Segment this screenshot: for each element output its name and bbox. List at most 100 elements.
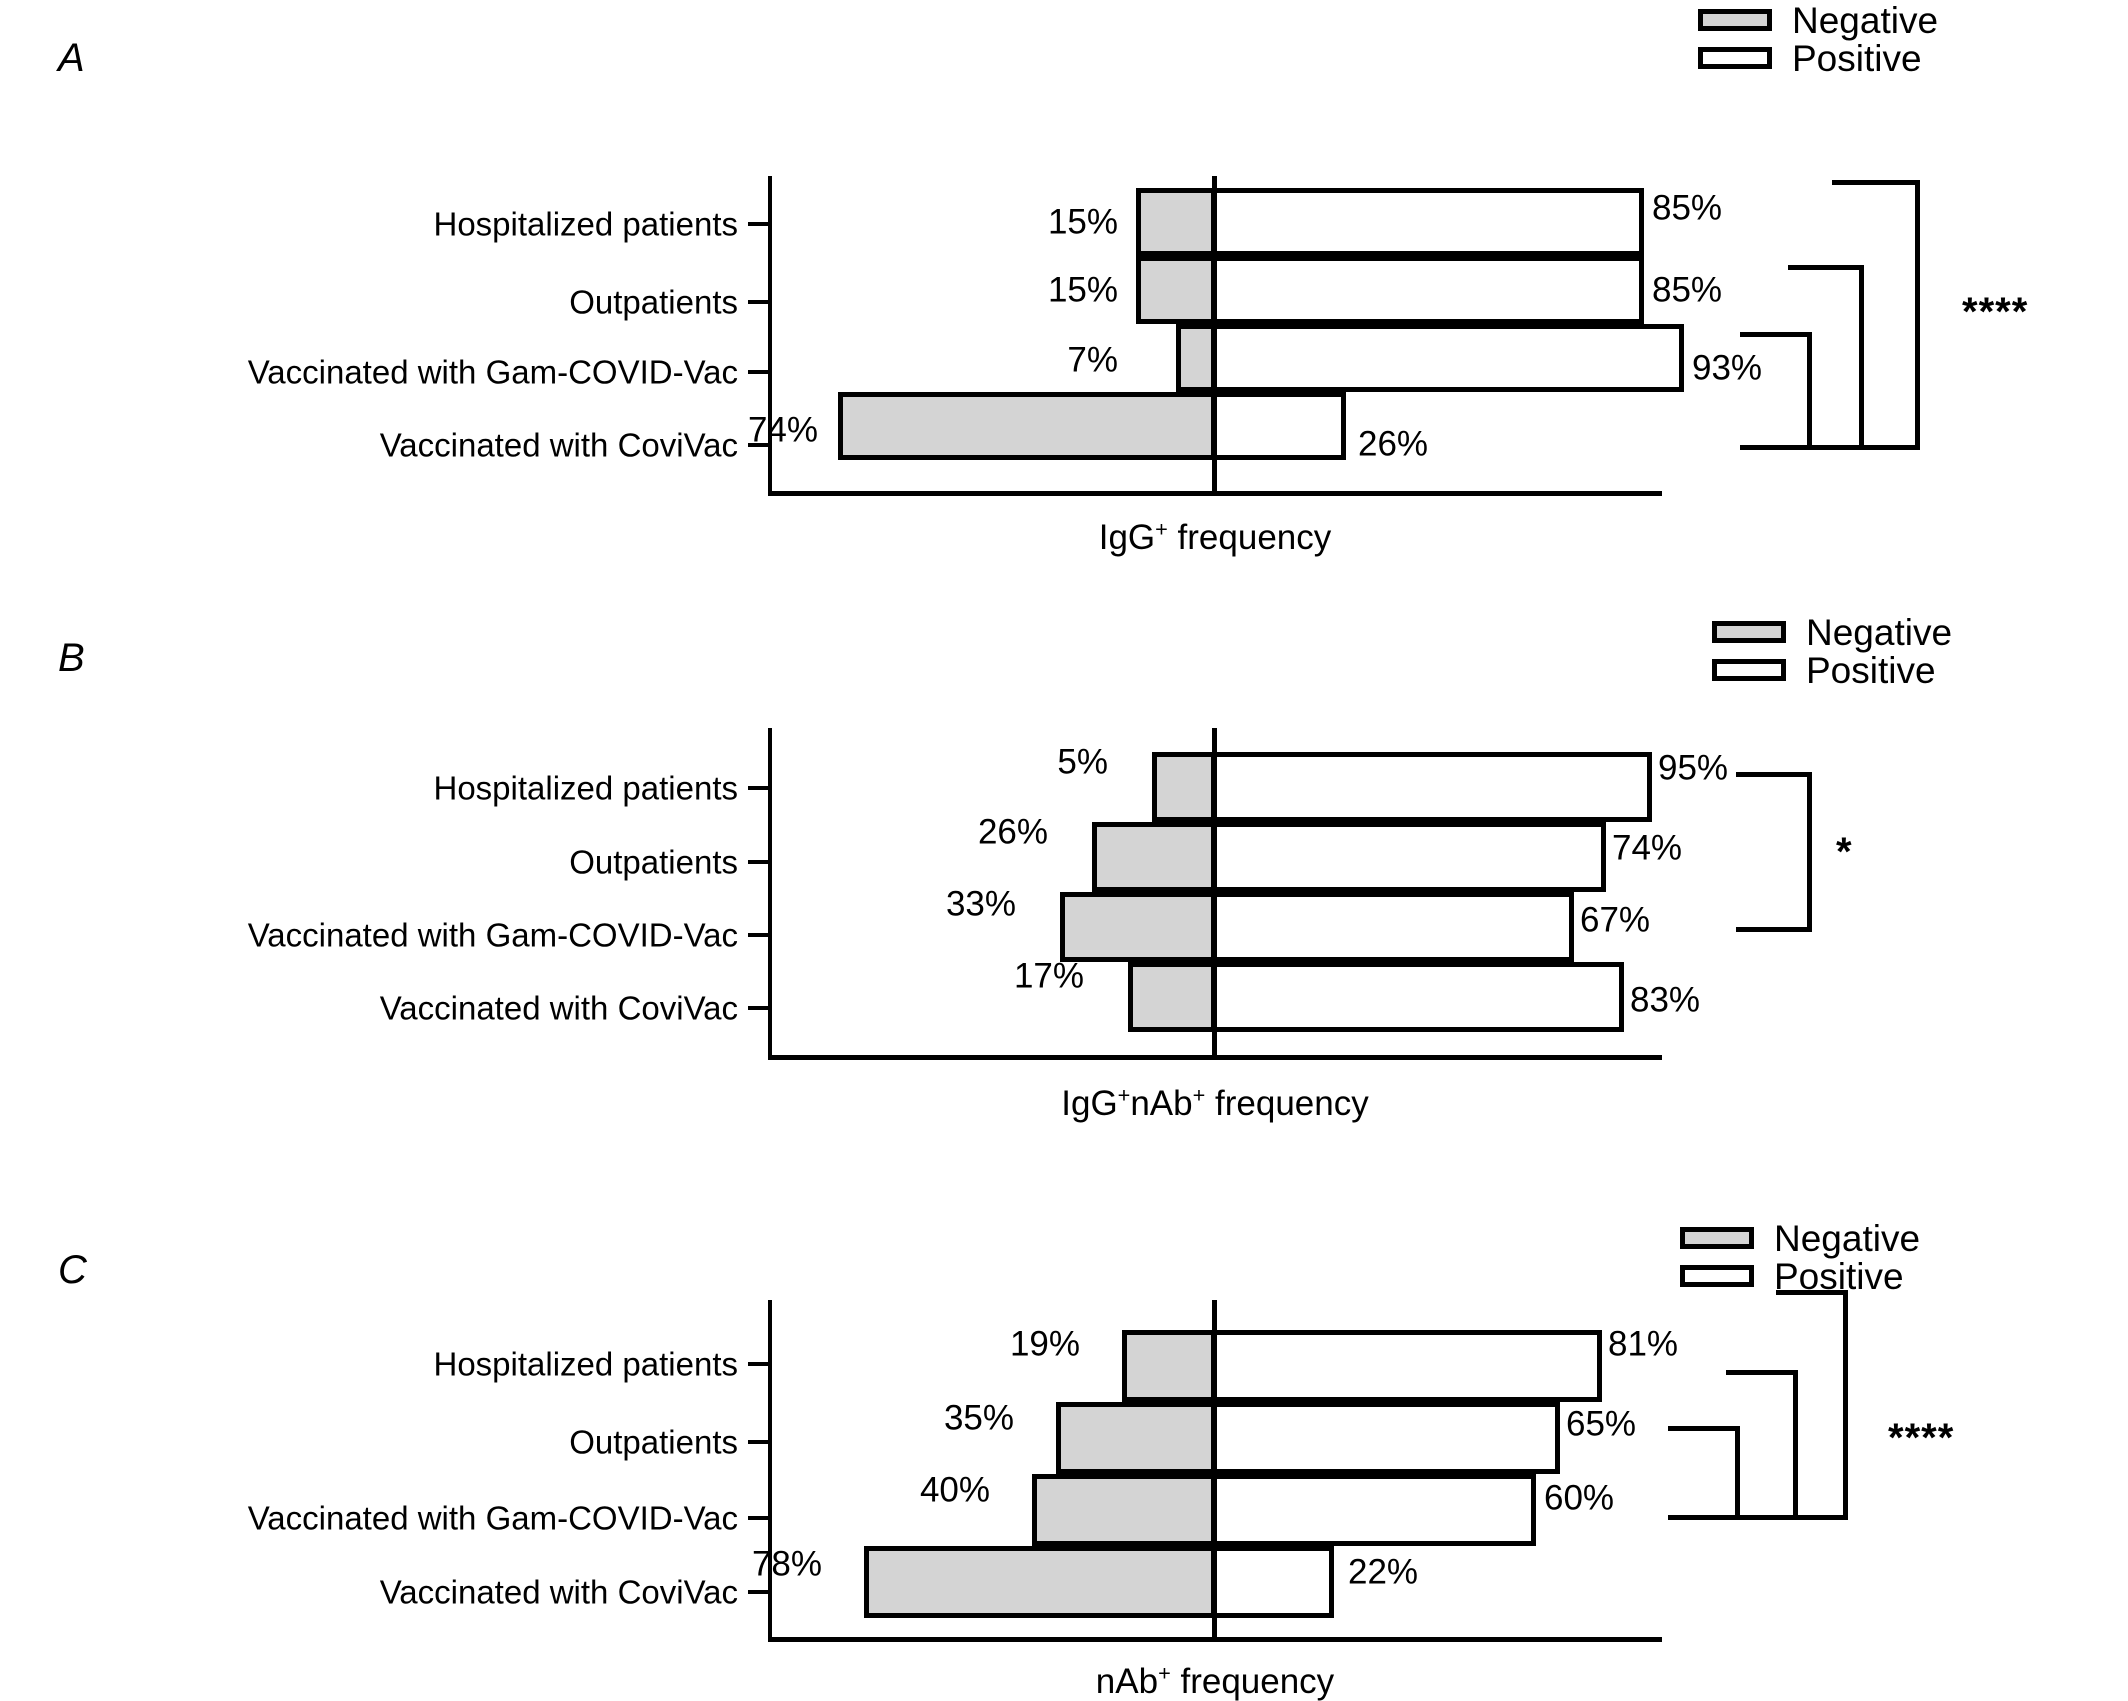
bar-negative-1 [1056, 1402, 1216, 1474]
panel-letter-b: B [58, 636, 85, 680]
legend-label-positive: Positive [1774, 1255, 1904, 1297]
bar-positive-1 [1212, 256, 1644, 324]
y-label-covivac: Vaccinated with CoviVac [379, 1573, 738, 1611]
significance-label-a: **** [1962, 290, 2029, 334]
bracket-b-top [1736, 772, 1812, 777]
legend-row-positive: Positive [1698, 40, 1938, 77]
bar-negative-2 [1032, 1474, 1216, 1546]
plot-area-b: Hospitalized patients Outpatients Vaccin… [0, 600, 2128, 1160]
y-label-outpatients: Outpatients [569, 283, 738, 321]
value-positive-0: 95% [1658, 748, 1729, 788]
legend-label-negative: Negative [1792, 0, 1939, 41]
zero-line-b [1212, 728, 1217, 1058]
x-axis-title-c-text: nAb+ frequency [1095, 1660, 1335, 1701]
y-label-gamcovidvac: Vaccinated with Gam-COVID-Vac [247, 916, 738, 954]
bracket-a-mid-top [1788, 265, 1864, 270]
significance-bracket-b [1736, 772, 1856, 932]
bar-positive-2 [1212, 892, 1574, 962]
legend-swatch-positive-icon [1712, 659, 1786, 681]
value-positive-3: 83% [1630, 980, 1701, 1020]
x-axis-title-a: IgG+ frequency [915, 516, 1515, 557]
y-label-outpatients: Outpatients [569, 1423, 738, 1461]
y-label-outpatients: Outpatients [569, 843, 738, 881]
bracket-a-mid-bottom [1788, 445, 1864, 450]
legend-panel-b: Negative Positive [1712, 614, 1952, 689]
value-negative-3: 17% [1013, 956, 1084, 996]
y-label-covivac: Vaccinated with CoviVac [379, 426, 738, 464]
bar-positive-0 [1212, 188, 1644, 256]
bar-negative-1 [1136, 256, 1216, 324]
bar-positive-0 [1212, 1330, 1602, 1402]
value-negative-1: 15% [1047, 270, 1118, 310]
legend-swatch-positive-icon [1680, 1265, 1754, 1287]
bar-positive-2 [1212, 324, 1684, 392]
plot-area-c: Hospitalized patients Outpatients Vaccin… [0, 1000, 2128, 1699]
value-negative-1: 26% [977, 812, 1048, 852]
bar-negative-0 [1136, 188, 1216, 256]
value-negative-2: 33% [945, 884, 1016, 924]
x-axis-title-a-text: IgG+ frequency [1098, 516, 1332, 557]
bracket-c-mid-stem [1793, 1370, 1798, 1520]
bar-negative-0 [1122, 1330, 1216, 1402]
x-axis-title-b-text: IgG+nAb+ frequency [1061, 1082, 1369, 1123]
legend-label-negative: Negative [1774, 1217, 1921, 1259]
value-positive-2: 67% [1580, 900, 1651, 940]
panel-b: B Negative Positive Hospitalized patient… [0, 600, 2128, 1160]
legend-panel-c: Negative Positive [1680, 1217, 1921, 1297]
zero-line-a [1212, 176, 1217, 494]
bracket-c-inner-stem [1735, 1426, 1740, 1520]
bar-positive-3 [1212, 962, 1624, 1032]
value-positive-3: 22% [1348, 1552, 1419, 1592]
significance-bracket-c [1668, 1290, 1868, 1520]
bar-positive-0 [1212, 752, 1652, 822]
value-positive-1: 85% [1652, 270, 1723, 310]
y-tick-2 [748, 370, 770, 374]
legend-swatch-negative-icon [1698, 9, 1772, 31]
value-positive-0: 85% [1652, 188, 1723, 228]
y-axis-a [768, 176, 772, 494]
significance-label-c: **** [1888, 1416, 1955, 1460]
panel-a: A Negative Positive Hospitalized patient… [0, 0, 2128, 560]
y-axis-b [768, 728, 772, 1058]
value-negative-2: 7% [1067, 340, 1118, 380]
value-negative-1: 35% [943, 1398, 1014, 1438]
bar-positive-2 [1212, 1474, 1536, 1546]
bracket-a-inner-bottom [1740, 445, 1812, 450]
x-axis-title-b: IgG+nAb+ frequency [915, 1082, 1515, 1123]
value-positive-2: 60% [1544, 1478, 1615, 1518]
bracket-c-mid-bottom [1726, 1515, 1798, 1520]
value-positive-1: 74% [1612, 828, 1683, 868]
value-negative-2: 40% [919, 1470, 990, 1510]
bar-positive-1 [1212, 1402, 1560, 1474]
bracket-a-inner-stem [1807, 332, 1812, 450]
value-negative-0: 15% [1047, 202, 1118, 242]
bracket-c-inner-top [1668, 1426, 1740, 1431]
panel-c: C Negative Positive Hospitalized patient… [0, 1000, 2128, 1700]
zero-line-c [1212, 1300, 1217, 1640]
y-tick-1 [748, 860, 770, 864]
bar-positive-3 [1212, 1546, 1334, 1618]
legend-row-positive: Positive [1712, 652, 1952, 689]
bracket-a-inner-top [1740, 332, 1812, 337]
bar-negative-3 [864, 1546, 1216, 1618]
value-positive-0: 81% [1608, 1324, 1679, 1364]
value-positive-2: 93% [1692, 348, 1763, 388]
bar-negative-0 [1152, 752, 1216, 822]
bar-negative-3 [838, 392, 1216, 460]
legend-row-negative: Negative [1680, 1217, 1921, 1259]
legend-row-positive: Positive [1680, 1255, 1920, 1297]
legend-swatch-positive-icon [1698, 47, 1772, 69]
value-negative-3: 74% [747, 410, 818, 450]
bracket-c-mid-top [1726, 1370, 1798, 1375]
bracket-b-stem [1807, 772, 1812, 932]
bracket-c-outer-bottom [1776, 1515, 1848, 1520]
legend-panel-a: Negative Positive [1698, 0, 1939, 77]
bar-positive-1 [1212, 822, 1606, 892]
y-axis-c [768, 1300, 772, 1640]
value-negative-0: 19% [1009, 1324, 1080, 1364]
y-tick-0 [748, 222, 770, 226]
x-axis-title-c: nAb+ frequency [915, 1660, 1515, 1701]
bracket-c-outer-stem [1843, 1290, 1848, 1520]
bar-negative-2 [1176, 324, 1216, 392]
y-tick-0 [748, 786, 770, 790]
